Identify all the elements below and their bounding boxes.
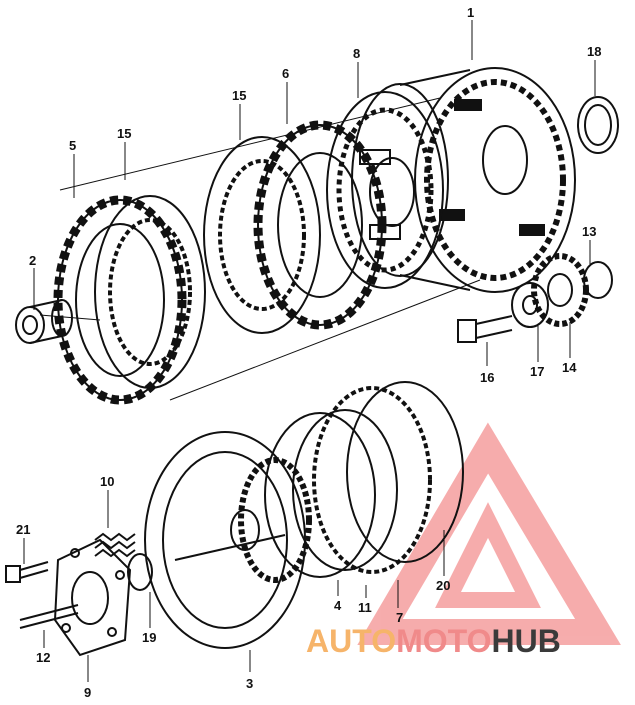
- callout-17: 17: [530, 364, 544, 379]
- callout-2: 2: [29, 253, 36, 268]
- callout-9: 9: [84, 685, 91, 700]
- watermark-logo-triangle: [357, 422, 621, 645]
- watermark-moto: MOTO: [396, 623, 491, 659]
- collar: [15, 299, 73, 344]
- watermark-auto: AUTO: [306, 623, 396, 659]
- pressure-plate: [144, 431, 312, 649]
- callout-3: 3: [246, 676, 253, 691]
- clutch-center-hub: [326, 91, 444, 289]
- callout-labels: 1 2 3 4 5 6 7 8 9 10 11 12 13 14 15 15 1…: [16, 5, 601, 700]
- callout-11: 11: [358, 600, 372, 615]
- callout-21: 21: [16, 522, 30, 537]
- callout-15-a: 15: [232, 88, 246, 103]
- primary-drive-gear: [531, 253, 613, 327]
- snap-ring: [127, 553, 153, 591]
- clutch-plate-front: [94, 195, 206, 389]
- callout-19: 19: [142, 630, 156, 645]
- gear-bolt: [457, 315, 513, 343]
- clutch-outer-housing: [351, 67, 576, 293]
- callout-10: 10: [100, 474, 114, 489]
- lock-washer: [511, 282, 549, 328]
- callout-4: 4: [334, 598, 342, 613]
- lifter-bolt: [5, 561, 49, 583]
- clutch-springs: [94, 532, 136, 558]
- svg-text:AUTOMOTOHUB: AUTOMOTOHUB: [306, 623, 561, 659]
- callout-8: 8: [353, 46, 360, 61]
- callout-15-b: 15: [117, 126, 131, 141]
- callout-13: 13: [582, 224, 596, 239]
- watermark-hub: HUB: [491, 623, 560, 659]
- lower-plates-rings: [264, 381, 464, 578]
- watermark-text: AUTOMOTOHUB: [306, 623, 561, 659]
- callout-5: 5: [69, 138, 76, 153]
- friction-disc-front: [53, 195, 187, 405]
- callout-7: 7: [396, 610, 403, 625]
- callout-16: 16: [480, 370, 494, 385]
- callout-1: 1: [467, 5, 474, 20]
- callout-6: 6: [282, 66, 289, 81]
- lifter-rod: [19, 604, 79, 629]
- leader-lines: [23, 20, 596, 682]
- callout-18: 18: [587, 44, 601, 59]
- thrust-washer: [577, 96, 619, 154]
- callout-14: 14: [562, 360, 577, 375]
- callout-20: 20: [436, 578, 450, 593]
- friction-disc-rear: [253, 120, 387, 330]
- callout-12: 12: [36, 650, 50, 665]
- clutch-plate-middle: [203, 136, 321, 334]
- lifter-plate: [53, 538, 132, 657]
